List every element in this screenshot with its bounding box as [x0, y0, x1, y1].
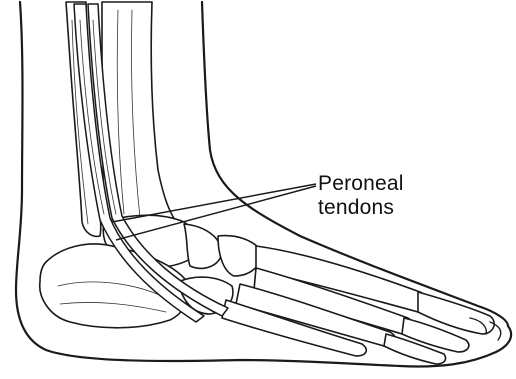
label-line-2: tendons — [318, 196, 404, 220]
peroneal-tendons-label: Peroneal tendons — [318, 172, 404, 220]
label-line-1: Peroneal — [318, 172, 404, 196]
navicular — [184, 224, 222, 268]
